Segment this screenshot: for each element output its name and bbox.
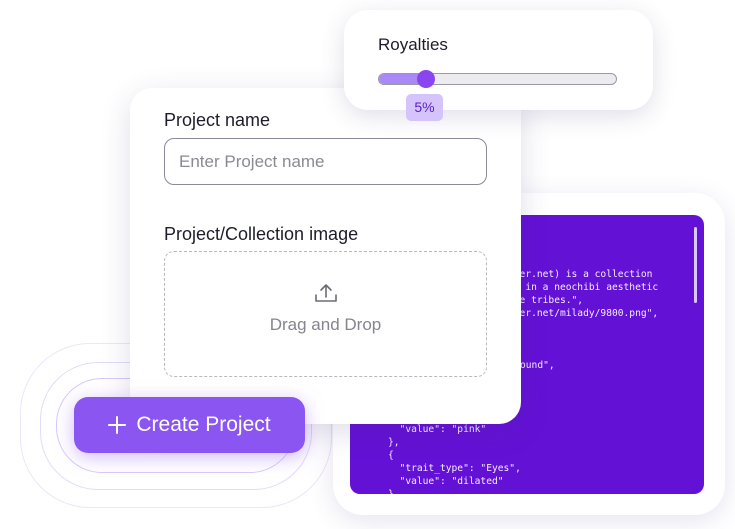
- code-line: }: [388, 489, 394, 494]
- code-line: 's in a neochibi aesthetic: [508, 282, 659, 293]
- royalties-slider-track[interactable]: [378, 73, 617, 85]
- collection-image-label: Project/Collection image: [164, 224, 359, 244]
- royalties-slider-thumb[interactable]: [416, 70, 435, 88]
- code-line: aker.net/milady/9800.png",: [508, 308, 659, 319]
- create-project-label: Create Project: [136, 413, 271, 436]
- code-line: {: [388, 450, 394, 461]
- code-line: ound",: [520, 360, 555, 371]
- project-name-input[interactable]: [164, 138, 487, 185]
- royalties-card: Royalties: [344, 10, 653, 110]
- code-line: },: [388, 437, 400, 448]
- royalties-slider-fill: [379, 74, 427, 84]
- create-project-button[interactable]: Create Project: [74, 397, 305, 453]
- dropzone-text: Drag and Drop: [269, 315, 382, 334]
- code-line: aker.net) is a collection: [508, 269, 653, 280]
- image-dropzone[interactable]: Drag and Drop: [164, 251, 487, 377]
- plus-icon: [108, 416, 127, 434]
- royalties-value-badge: 5%: [406, 94, 443, 121]
- code-line: "value": "dilated": [388, 476, 504, 487]
- metadata-code-panel: aker.net) is a collection 's in a neochi…: [350, 215, 704, 494]
- project-form-card: Project name Project/Collection image Dr…: [130, 88, 521, 424]
- code-scrollbar[interactable]: [694, 227, 697, 303]
- code-line: "value": "pink": [388, 424, 487, 435]
- project-name-label: Project name: [164, 110, 271, 130]
- upload-icon: [315, 284, 337, 302]
- code-line: "trait_type": "Eyes",: [388, 463, 521, 474]
- royalties-title: Royalties: [378, 35, 448, 54]
